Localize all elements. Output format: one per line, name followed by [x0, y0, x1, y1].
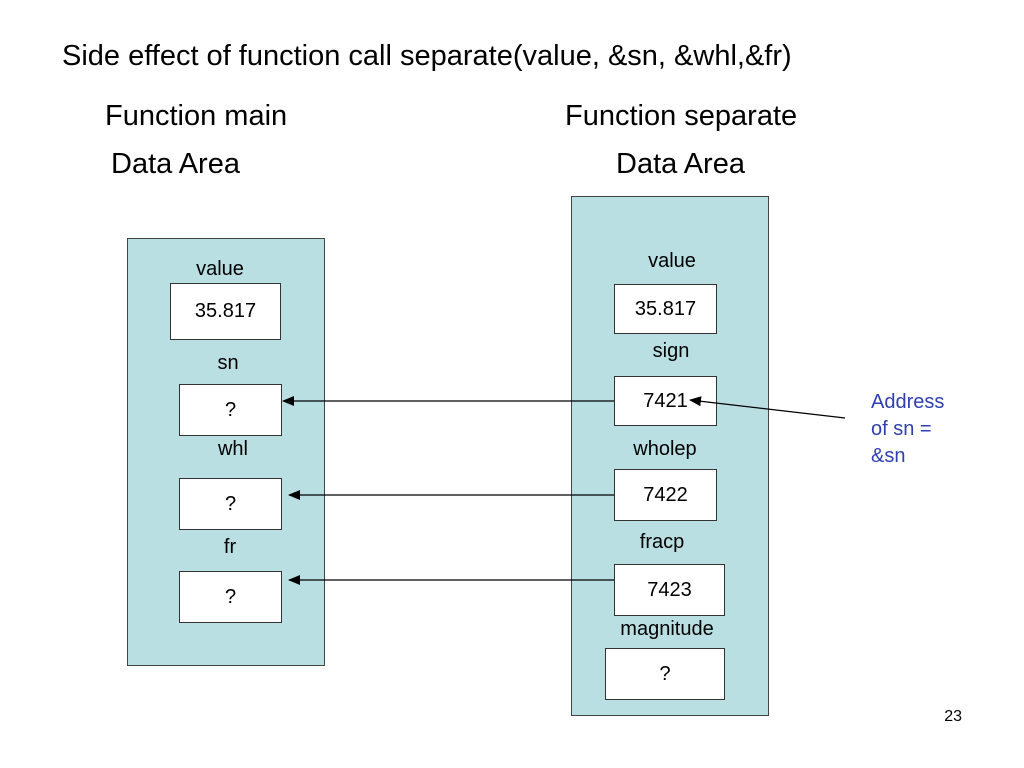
separate-sign-label: sign [652, 340, 690, 362]
separate-magnitude-label: magnitude [620, 618, 714, 640]
separate-wholep-label: wholep [633, 438, 697, 460]
main-heading: Function main [105, 100, 288, 132]
slide-title: Side effect of function call separate(va… [62, 40, 792, 72]
annotation-line-2: of sn = [871, 418, 932, 440]
main-value-label: value [196, 258, 244, 280]
separate-value-cell: 35.817 [614, 284, 717, 334]
separate-magnitude-cell: ? [605, 648, 725, 700]
main-whl-label: whl [217, 438, 248, 460]
separate-subheading: Data Area [616, 148, 745, 180]
separate-wholep-cell: 7422 [614, 469, 717, 521]
separate-value-label: value [648, 250, 696, 272]
separate-fracp-cell: 7423 [614, 564, 725, 616]
main-subheading: Data Area [111, 148, 240, 180]
main-fr-cell: ? [179, 571, 282, 623]
page-number: 23 [944, 708, 962, 725]
main-whl-cell: ? [179, 478, 282, 530]
annotation-line-3: &sn [871, 445, 906, 467]
separate-heading: Function separate [565, 100, 798, 132]
main-sn-label: sn [217, 352, 239, 374]
main-fr-label: fr [223, 536, 237, 558]
separate-fracp-label: fracp [639, 531, 685, 553]
separate-sign-cell: 7421 [614, 376, 717, 426]
main-sn-cell: ? [179, 384, 282, 436]
address-annotation: Address of sn = &sn [871, 389, 944, 470]
annotation-line-1: Address [871, 391, 945, 413]
separate-data-area [571, 196, 769, 716]
main-value-cell: 35.817 [170, 283, 281, 340]
annotation-arrow [689, 396, 846, 419]
